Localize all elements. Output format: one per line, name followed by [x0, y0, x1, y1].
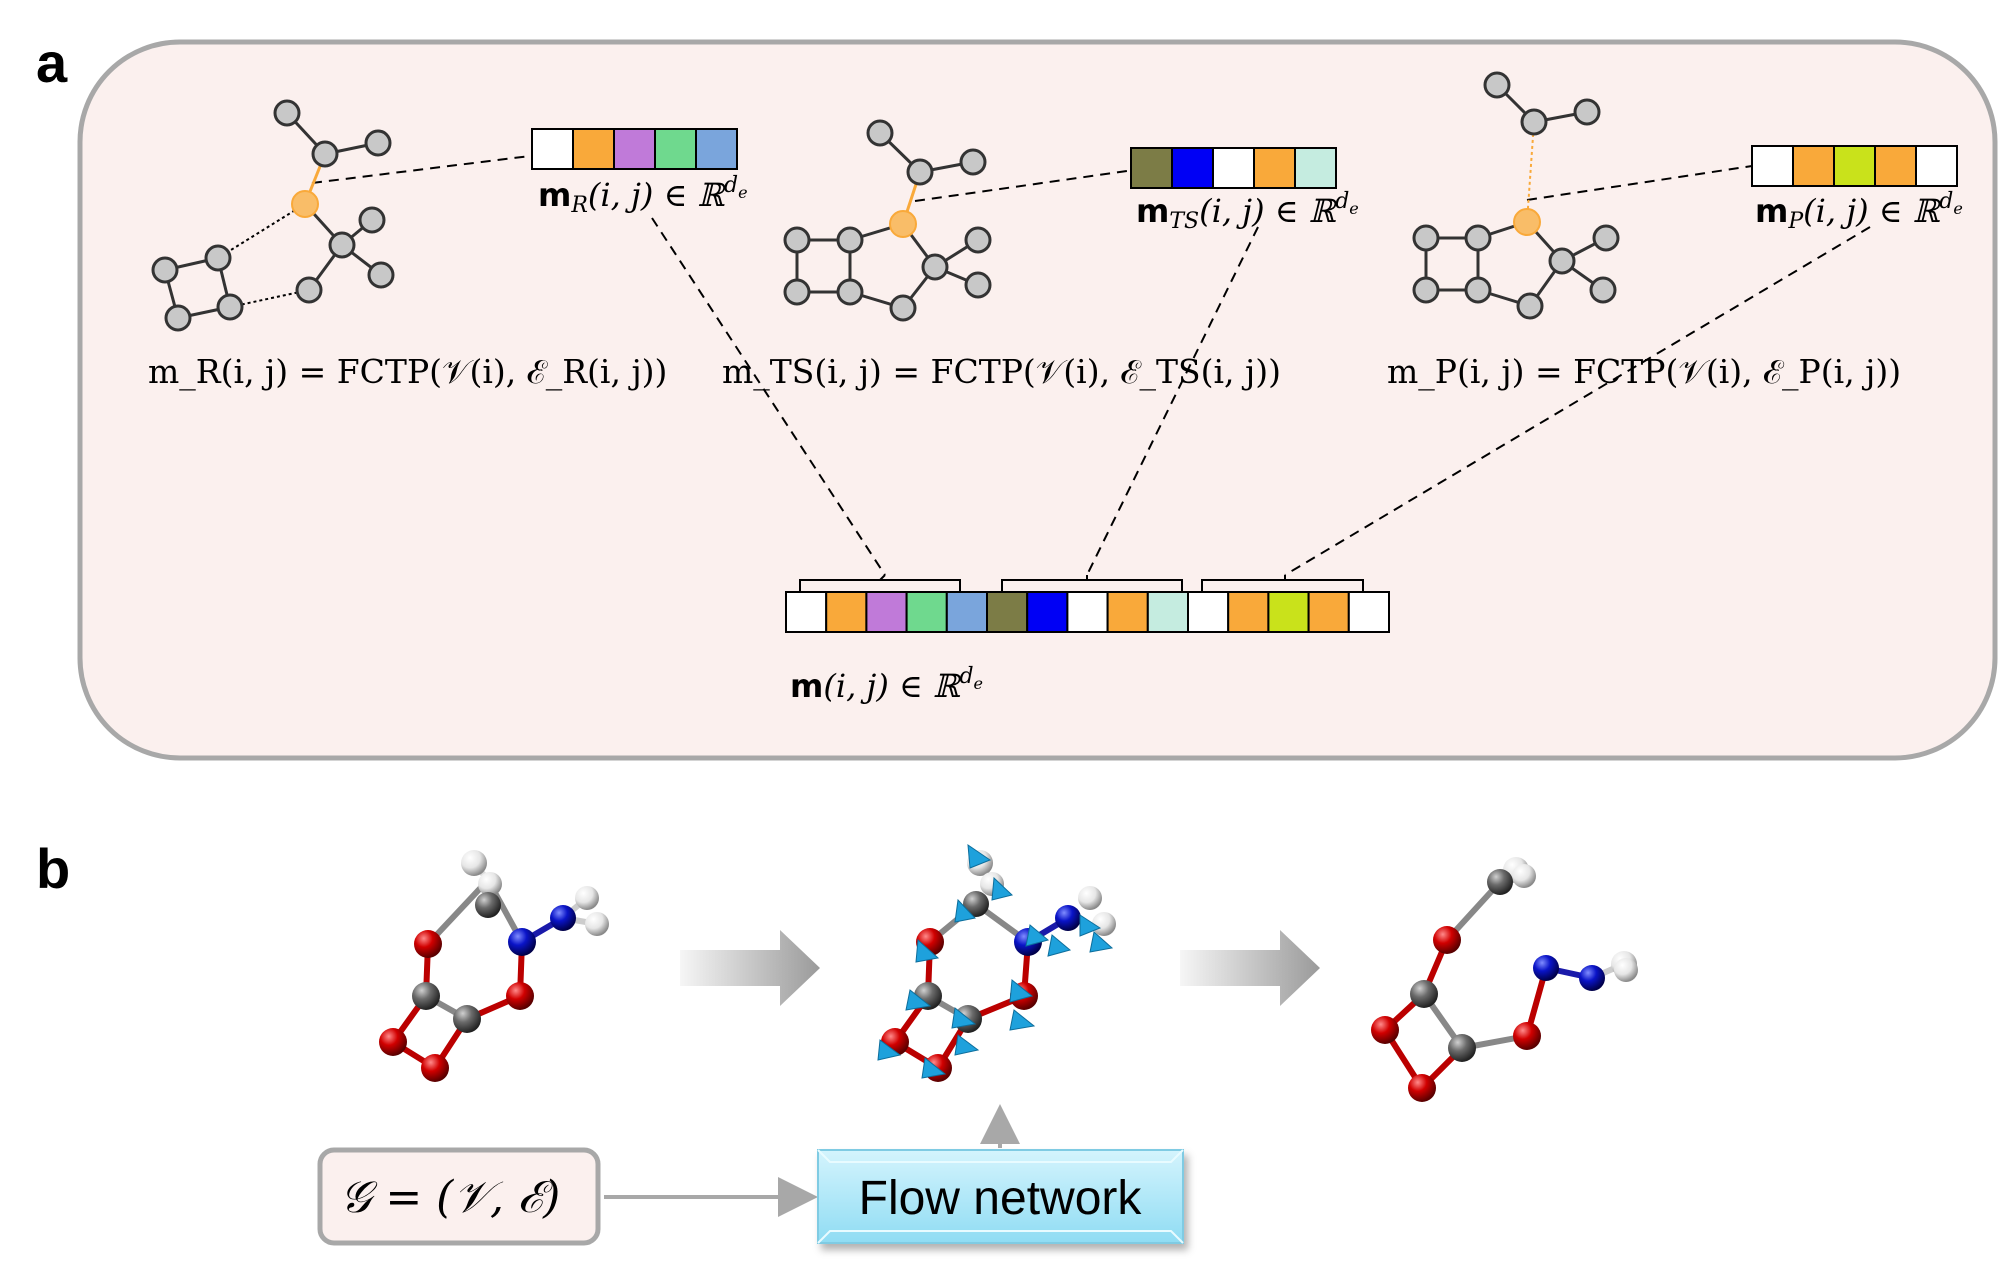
reactant-vector-cell: [613, 128, 656, 170]
combined-vector-cell: [1267, 591, 1310, 633]
product-vector-cell: [1792, 145, 1835, 187]
combined-vector-cell: [905, 591, 948, 633]
reactant-vector-label: mR(i, j) ∈ ℝde: [538, 173, 748, 218]
combined-vector-cell: [825, 591, 868, 633]
product-graph: [1412, 71, 1620, 320]
flow-vector-arrows: [877, 843, 1114, 1079]
reactant-equation: m_R(i, j) = FCTP(𝒱(i), ℰ_R(i, j)): [148, 352, 667, 392]
combined-vector-brackets: [799, 574, 1364, 592]
ts-vector-cell: [1253, 147, 1296, 189]
combined-vector-cell: [945, 591, 988, 633]
reactant-feature-vector: [531, 128, 738, 170]
ts-vector-label: mTS(i, j) ∈ ℝde: [1136, 189, 1359, 234]
reactant-molecule: [379, 850, 609, 1082]
combined-vector-cell: [1227, 591, 1270, 633]
product-vector-cell: [1833, 145, 1876, 187]
product-vector-cell: [1751, 145, 1794, 187]
ts-feature-vector: [1130, 147, 1337, 189]
ts-vector-cell: [1294, 147, 1337, 189]
combined-vector-cell: [1307, 591, 1350, 633]
reactant-vector-cell: [654, 128, 697, 170]
ts-graph: [783, 119, 992, 322]
panel-a-letter: a: [36, 31, 68, 94]
combined-vector-cell: [785, 591, 828, 633]
reactant-vector-cell: [572, 128, 615, 170]
transition-arrow-1: [680, 930, 820, 1006]
flow-network-box: [817, 1149, 1184, 1244]
product-vector-cell: [1874, 145, 1917, 187]
ts-vector-cell: [1212, 147, 1255, 189]
combined-vector-cell: [1347, 591, 1391, 633]
combined-vector-cell: [1026, 591, 1069, 633]
combined-vector-cell: [1066, 591, 1109, 633]
product-vector-label: mP(i, j) ∈ ℝde: [1755, 189, 1963, 234]
transition-arrow-2: [1180, 930, 1320, 1006]
combined-feature-vector: [785, 591, 1391, 633]
graph-input-box: [317, 1147, 601, 1246]
ts-molecule: [877, 843, 1116, 1082]
reactant-vector-cell: [695, 128, 738, 170]
reactant-graph: [151, 99, 395, 332]
ts-equation: m_TS(i, j) = FCTP(𝒱(i), ℰ_TS(i, j)): [722, 352, 1281, 392]
product-feature-vector: [1751, 145, 1958, 187]
product-vector-cell: [1915, 145, 1958, 187]
combined-vector-cell: [986, 591, 1029, 633]
combined-vector-label: m(i, j) ∈ ℝde: [790, 664, 983, 705]
ts-vector-cell: [1171, 147, 1214, 189]
flow-network-label: Flow network: [859, 1172, 1143, 1225]
panel-b-letter: b: [36, 837, 70, 900]
dashed-connectors: [311, 155, 1871, 576]
combined-vector-cell: [1106, 591, 1149, 633]
combined-vector-cell: [1187, 591, 1230, 633]
product-equation: m_P(i, j) = FCTP(𝒱(i), ℰ_P(i, j)): [1387, 352, 1901, 392]
combined-vector-cell: [865, 591, 908, 633]
reactant-vector-cell: [531, 128, 574, 170]
graph-input-label: 𝒢 = (𝒱, ℰ): [340, 1172, 560, 1223]
combined-vector-cell: [1146, 591, 1190, 633]
ts-vector-cell: [1130, 147, 1173, 189]
product-molecule: [1371, 857, 1638, 1102]
